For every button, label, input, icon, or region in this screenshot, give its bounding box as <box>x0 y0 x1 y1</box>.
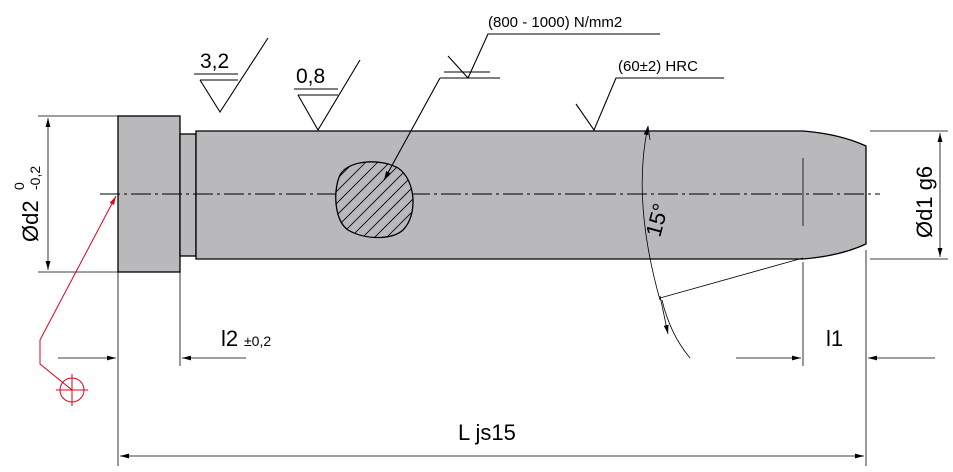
reference-marker <box>39 195 117 406</box>
d1-label: Ød1 g6 <box>912 166 937 238</box>
dimension-d2: Ød2 0 -0,2 <box>11 115 118 273</box>
roughness-symbol-head: 3,2 <box>194 37 269 114</box>
length-label: L js15 <box>458 420 516 445</box>
hardness-callout: (60±2) HRC <box>575 58 724 132</box>
pin-neck <box>179 133 197 257</box>
dimension-l1: l1 <box>736 250 935 466</box>
pin-shaft <box>195 130 867 260</box>
hardness-label: (60±2) HRC <box>618 58 698 75</box>
d2-lower-tolerance: -0,2 <box>27 166 43 190</box>
roughness-head-label: 3,2 <box>200 50 229 73</box>
l2-label: l2 <box>221 326 238 351</box>
roughness-shaft-label: 0,8 <box>296 65 325 88</box>
l2-tolerance: ±0,2 <box>244 333 271 349</box>
roughness-symbol-shaft: 0,8 <box>294 59 361 132</box>
dimension-length: L js15 <box>120 420 864 459</box>
l1-label: l1 <box>826 326 843 351</box>
strength-label: (800 - 1000) N/mm2 <box>488 14 622 31</box>
dimension-d1: Ød1 g6 <box>870 130 948 260</box>
dimension-l2: l2 ±0,2 <box>58 258 271 466</box>
d2-upper-tolerance: 0 <box>11 182 27 190</box>
section-breakout <box>335 161 414 239</box>
d2-label: Ød2 <box>18 200 43 242</box>
strength-callout: (800 - 1000) N/mm2 <box>383 14 660 181</box>
